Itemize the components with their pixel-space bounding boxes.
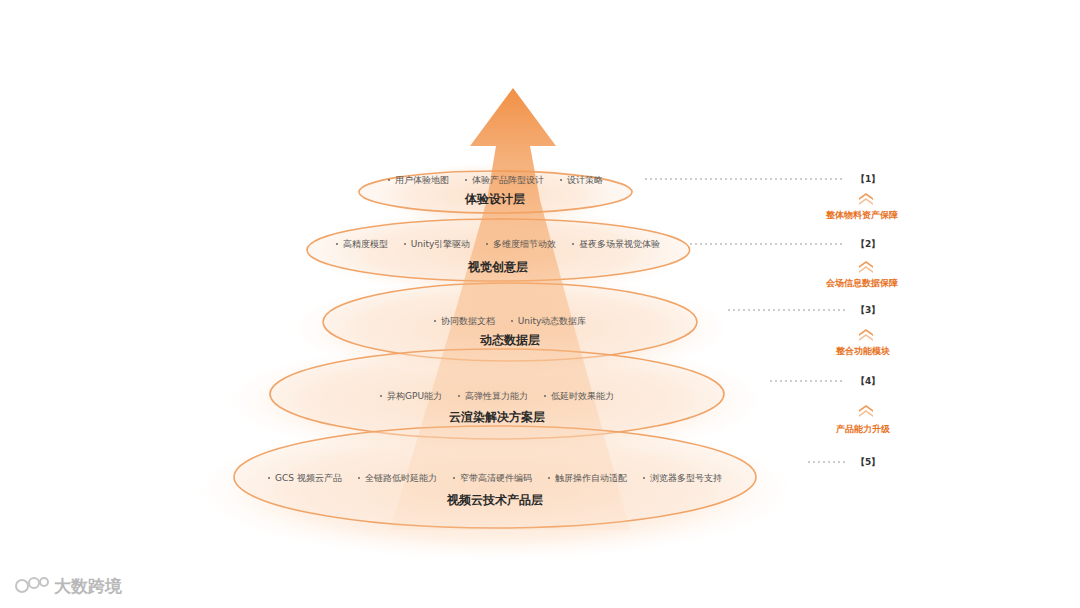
title-row: 云渲染解决方案层	[269, 410, 725, 425]
bullet-dot	[572, 243, 574, 245]
callout-caption: 会场信息数据保障	[826, 277, 898, 290]
layer-item: 高精度模型	[336, 238, 388, 250]
layer-item: GCS 视频云产品	[268, 472, 342, 484]
item-text: 全链路低时延能力	[365, 472, 437, 484]
layer-item: 体验产品阵型设计	[465, 174, 544, 186]
bullet-dot	[544, 395, 546, 397]
bullet-dot	[404, 243, 406, 245]
layer-item: 协同数据文档	[434, 315, 495, 327]
layer-item: 高弹性算力能力	[458, 390, 528, 402]
title-row: 视觉创意层	[306, 260, 691, 275]
callout-number: 【3】	[856, 304, 880, 317]
layer-item: 触屏操作自动适配	[548, 472, 627, 484]
callout-caption: 产品能力升级	[836, 423, 890, 436]
callout-caption: 整体物料资产保障	[826, 209, 898, 222]
item-text: 设计策略	[567, 174, 603, 186]
item-text: 多维度细节动效	[493, 238, 556, 250]
layer-item: 异构GPU能力	[380, 390, 442, 402]
item-text: 协同数据文档	[441, 315, 495, 327]
bullet-dot	[511, 320, 513, 322]
bullet-dot	[336, 243, 338, 245]
item-text: 高精度模型	[343, 238, 388, 250]
title-row: 视频云技术产品层	[233, 493, 757, 508]
item-text: 低延时效果能力	[551, 390, 614, 402]
item-text: 高弹性算力能力	[465, 390, 528, 402]
bullet-dot	[560, 179, 562, 181]
layer-title: 动态数据层	[480, 333, 540, 348]
item-text: 昼夜多场景视觉体验	[579, 238, 660, 250]
layer-item: 窄带高清硬件编码	[453, 472, 532, 484]
bullet-dot	[458, 395, 460, 397]
bullet-dot	[548, 477, 550, 479]
layer-band: GCS 视频云产品 全链路低时延能力 窄带高清硬件编码 触屏操作自动适配 浏览器多型号支…	[233, 425, 757, 529]
item-row: 异构GPU能力 高弹性算力能力 低延时效果能力	[269, 390, 725, 402]
title-row: 动态数据层	[322, 333, 698, 348]
callout-number: 【4】	[856, 375, 880, 388]
layer-item: Unity动态数据库	[511, 315, 587, 327]
callout-number: 【2】	[856, 238, 880, 251]
layer-item: 全链路低时延能力	[358, 472, 437, 484]
item-text: 浏览器多型号支持	[650, 472, 722, 484]
layer-item: 昼夜多场景视觉体验	[572, 238, 660, 250]
item-row: GCS 视频云产品 全链路低时延能力 窄带高清硬件编码 触屏操作自动适配 浏览器多型号支…	[233, 472, 757, 484]
bullet-dot	[643, 477, 645, 479]
item-text: Unity引擎驱动	[411, 238, 471, 250]
item-text: Unity动态数据库	[518, 315, 587, 327]
layer-title: 体验设计层	[465, 192, 525, 207]
callout-number: 【1】	[856, 173, 880, 186]
layer-item: 用户体验地图	[388, 174, 449, 186]
bullet-dot	[268, 477, 270, 479]
layer-item: 多维度细节动效	[486, 238, 556, 250]
bullet-dot	[434, 320, 436, 322]
bullet-dot	[465, 179, 467, 181]
layer-title: 视频云技术产品层	[447, 493, 543, 508]
layer-item: 低延时效果能力	[544, 390, 614, 402]
callout-number: 【5】	[856, 456, 880, 469]
item-row: 用户体验地图 体验产品阵型设计 设计策略	[358, 174, 633, 186]
item-row: 高精度模型 Unity引擎驱动 多维度细节动效 昼夜多场景视觉体验	[306, 238, 691, 250]
item-text: GCS 视频云产品	[275, 472, 342, 484]
item-text: 窄带高清硬件编码	[460, 472, 532, 484]
layer-title: 云渲染解决方案层	[449, 410, 545, 425]
bullet-dot	[486, 243, 488, 245]
layer-item: Unity引擎驱动	[404, 238, 471, 250]
item-text: 体验产品阵型设计	[472, 174, 544, 186]
bullet-dot	[380, 395, 382, 397]
item-text: 用户体验地图	[395, 174, 449, 186]
layer-item: 浏览器多型号支持	[643, 472, 722, 484]
item-row: 协同数据文档 Unity动态数据库	[322, 315, 698, 327]
watermark: 大数跨境	[54, 575, 122, 598]
layer-band: 用户体验地图 体验产品阵型设计 设计策略体验设计层	[358, 170, 633, 214]
bullet-dot	[388, 179, 390, 181]
layer-band: 高精度模型 Unity引擎驱动 多维度细节动效 昼夜多场景视觉体验视觉创意层	[306, 218, 691, 282]
layer-item: 设计策略	[560, 174, 603, 186]
bullet-dot	[453, 477, 455, 479]
callout-caption: 整合功能模块	[836, 345, 890, 358]
bullet-dot	[358, 477, 360, 479]
item-text: 触屏操作自动适配	[555, 472, 627, 484]
item-text: 异构GPU能力	[387, 390, 442, 402]
title-row: 体验设计层	[358, 192, 633, 207]
layer-title: 视觉创意层	[468, 260, 528, 275]
